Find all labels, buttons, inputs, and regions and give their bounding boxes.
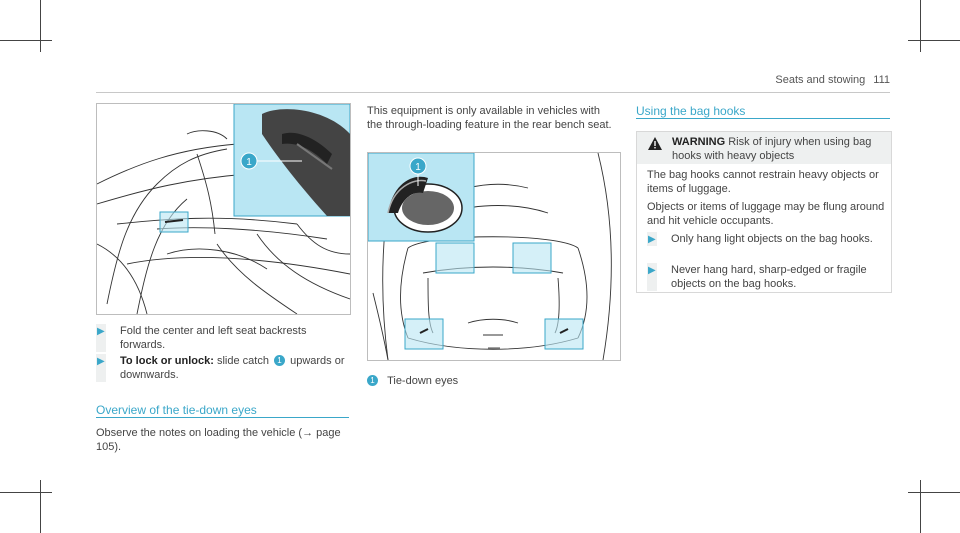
seat-drawing: 1: [97, 104, 350, 314]
legend-text: Tie-down eyes: [387, 375, 459, 387]
warning-step: ▶ Never hang hard, sharp-edged or fragil…: [647, 263, 885, 291]
tie-down-eye-highlight: [404, 318, 444, 350]
tie-down-eye-highlight: [544, 318, 584, 350]
callout-number: 1: [367, 375, 378, 386]
page-number: 111: [873, 74, 890, 86]
warning-paragraph: Objects or items of luggage may be flung…: [647, 201, 885, 227]
trunk-illustration: 1: [367, 152, 621, 361]
figure-callout: 1: [415, 162, 421, 173]
step-text: Fold the center and left seat backrests …: [120, 325, 307, 351]
header-section: Seats and stowing: [775, 74, 866, 86]
step-arrow-icon: ▶: [97, 356, 105, 367]
step-bold-label: To lock or unlock:: [120, 355, 214, 367]
crop-mark: [0, 492, 52, 493]
step-bar: [647, 263, 657, 291]
step-bar: [96, 324, 106, 352]
seat-illustration: 1: [96, 103, 351, 315]
warning-step: ▶ Only hang light objects on the bag hoo…: [647, 232, 885, 246]
crop-mark: [0, 40, 52, 41]
warning-title-text: Risk of injury when using bag hooks with…: [672, 136, 872, 162]
crop-mark: [40, 480, 41, 533]
warning-header: [637, 132, 891, 164]
crop-mark: [908, 492, 960, 493]
bag-hook-highlight: [512, 242, 552, 274]
trunk-drawing: 1: [368, 153, 612, 360]
instruction-step: ▶ To lock or unlock: slide catch 1 upwar…: [96, 354, 351, 382]
step-arrow-icon: ▶: [648, 265, 656, 276]
section-rule: [96, 417, 349, 418]
section-title: Overview of the tie-down eyes: [96, 403, 257, 417]
observe-note: Observe the notes on loading the vehicle…: [96, 427, 341, 453]
step-text: slide catch: [216, 355, 269, 367]
step-bar: [647, 232, 657, 246]
step-text: upwards or downwards.: [120, 355, 345, 381]
header-rule: [96, 92, 890, 93]
warning-label: WARNING: [672, 136, 726, 148]
warning-title: WARNING Risk of injury when using bag ho…: [672, 135, 882, 163]
step-text: Only hang light objects on the bag hooks…: [671, 233, 873, 245]
intro-text: This equipment is only available in vehi…: [367, 105, 612, 131]
bag-hook-highlight: [435, 242, 475, 274]
warning-paragraph: The bag hooks cannot restrain heavy obje…: [647, 169, 879, 195]
step-text: Never hang hard, sharp-edged or fragile …: [671, 264, 867, 290]
warning-box: WARNING Risk of injury when using bag ho…: [636, 131, 892, 293]
step-arrow-icon: ▶: [648, 234, 656, 245]
crop-mark: [920, 0, 921, 52]
page-header: Seats and stowing 111: [775, 74, 890, 86]
crop-mark: [908, 40, 960, 41]
warning-triangle-icon: [648, 137, 662, 150]
figure-callout: 1: [246, 157, 252, 168]
instruction-step: ▶ Fold the center and left seat backrest…: [96, 324, 351, 352]
step-bar: [96, 354, 106, 382]
section-title: Using the bag hooks: [636, 104, 746, 118]
step-arrow-icon: ▶: [97, 326, 105, 337]
callout-number: 1: [274, 355, 286, 366]
crop-mark: [40, 0, 41, 52]
crop-mark: [920, 480, 921, 533]
section-rule: [636, 118, 890, 119]
figure-legend: 1 Tie-down eyes: [367, 374, 458, 388]
